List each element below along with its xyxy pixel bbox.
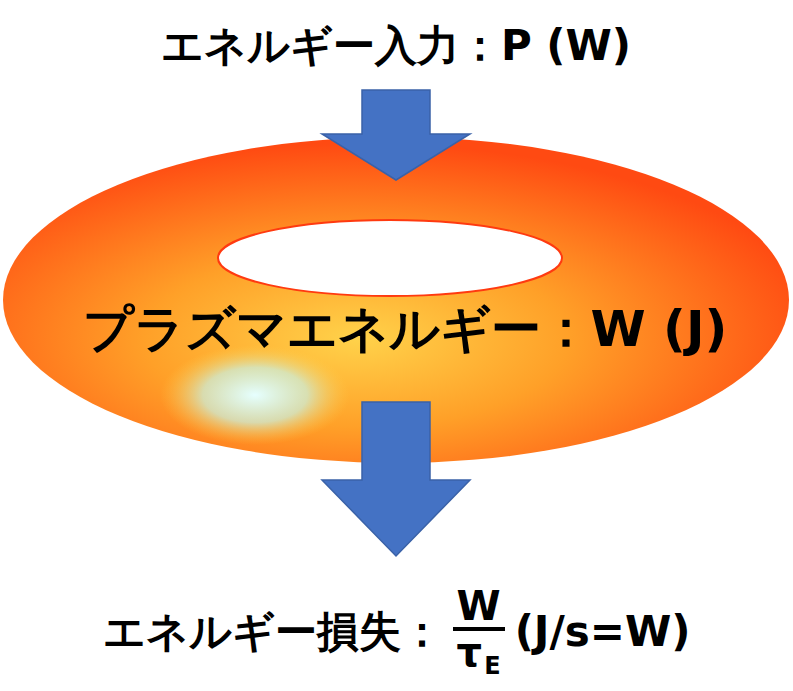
subscript: E	[484, 652, 500, 680]
loss-row: エネルギー損失：WτE(J/s=W)	[0, 588, 793, 676]
fraction: WτE	[453, 585, 505, 680]
loss-label: エネルギー損失：	[103, 609, 443, 655]
unit-label: (J/s=W)	[515, 609, 691, 655]
torus-hole	[218, 220, 562, 296]
torus-glow	[160, 345, 350, 445]
fraction-denominator: τE	[453, 627, 505, 680]
tau-symbol: τ	[457, 629, 483, 675]
fraction-numerator: W	[453, 585, 505, 627]
node-label: プラズマエネルギー：W (J)	[83, 301, 728, 359]
input-label: エネルギー入力：P (W)	[161, 22, 631, 70]
torus-body	[3, 137, 789, 463]
